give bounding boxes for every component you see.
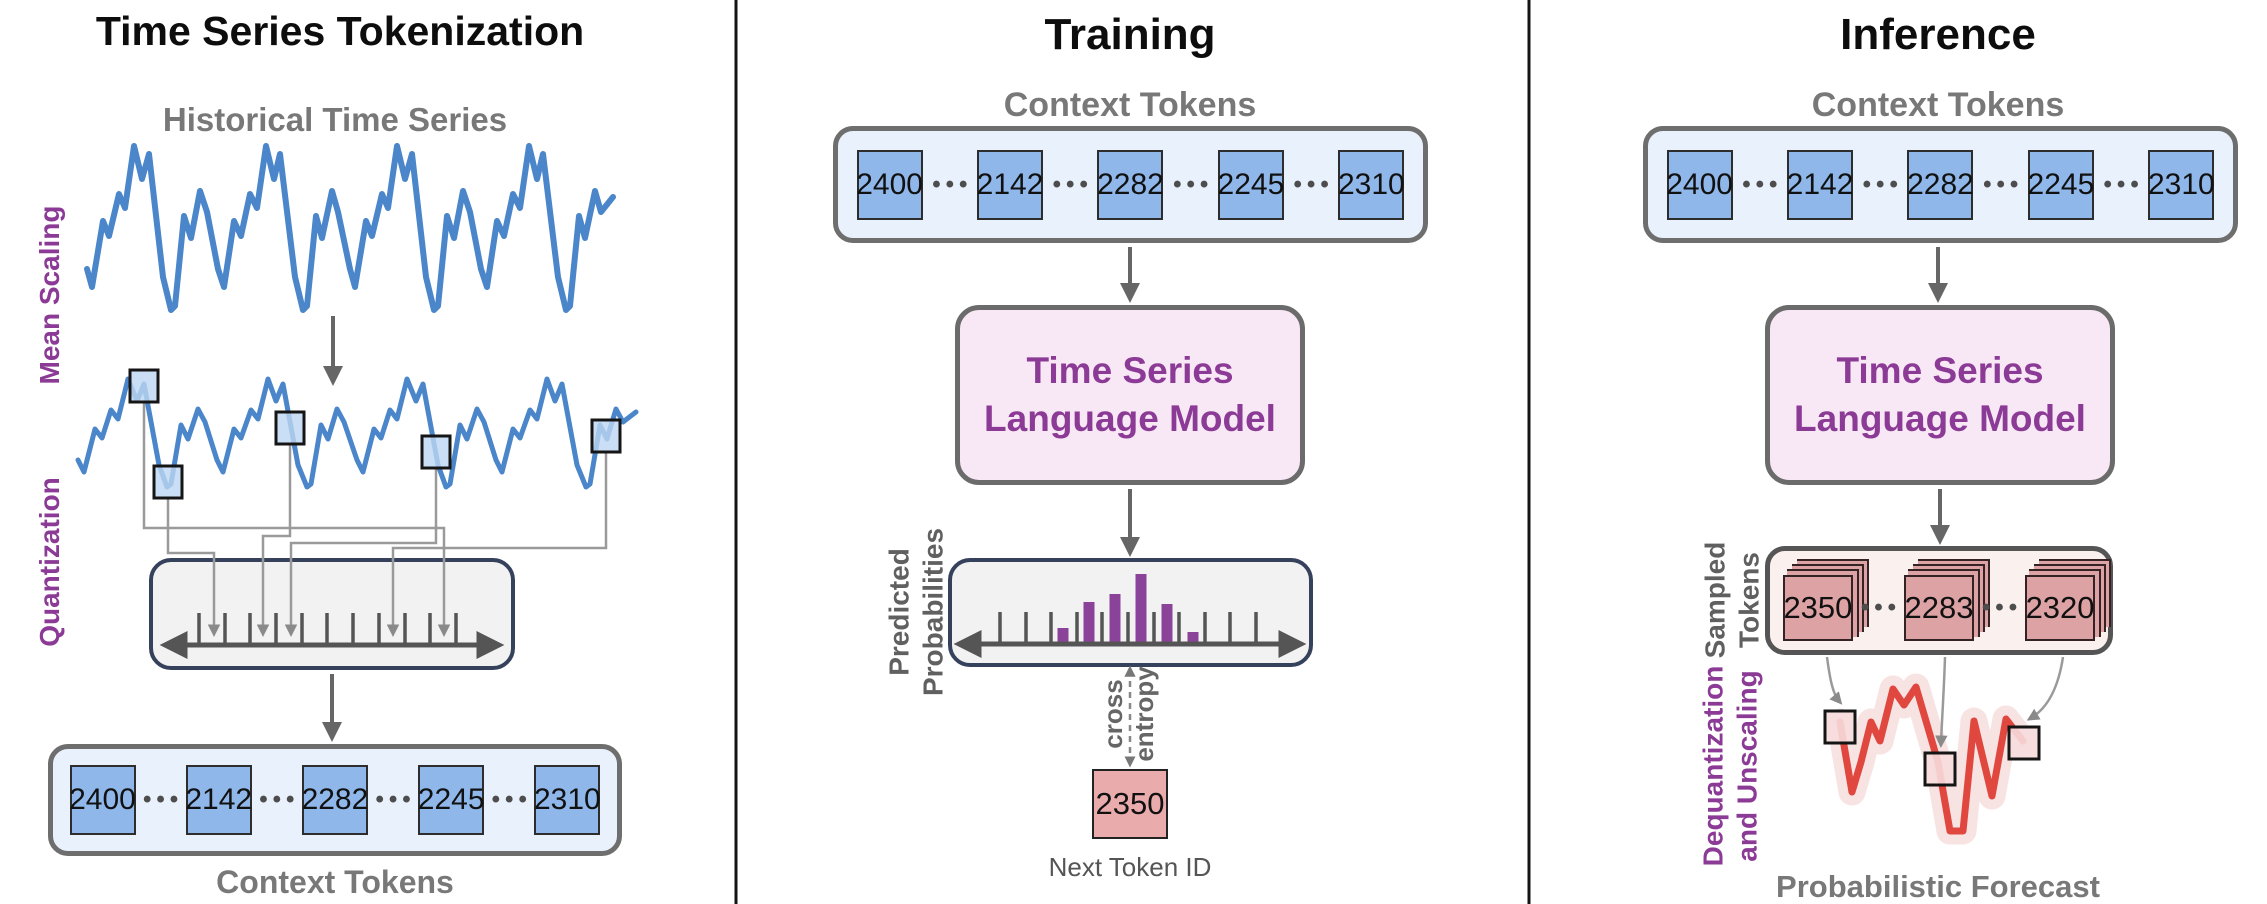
- token-2245: 2245: [418, 765, 485, 835]
- inference-model-box: Time Series Language Model: [1765, 305, 2115, 485]
- sampled-token-connector: [1935, 656, 1948, 748]
- ellipsis-dots: •••: [1742, 170, 1783, 198]
- token-2142: 2142: [185, 765, 252, 835]
- sampled-token-2320: 2320: [2025, 574, 2096, 641]
- ellipsis-dots: •••: [259, 786, 300, 813]
- ellipsis-dots: •••: [375, 786, 416, 813]
- forecast-point-square: [2007, 725, 2041, 761]
- token-2142: 2142: [977, 149, 1043, 220]
- token-2310: 2310: [534, 765, 601, 835]
- context-tokens-label: Context Tokens: [216, 864, 454, 900]
- next-token-id-label: Next Token ID: [1048, 852, 1212, 882]
- forecast-point-square: [1923, 751, 1957, 787]
- training-model-box: Time Series Language Model: [955, 305, 1305, 485]
- training-context-tokens-label: Context Tokens: [1003, 86, 1257, 124]
- token-2282: 2282: [302, 765, 368, 835]
- token-2400: 2400: [856, 149, 923, 220]
- token-2282: 2282: [1907, 149, 1974, 220]
- dequantization-label: Dequantization and Unscaling: [1697, 665, 1762, 867]
- token-2400: 2400: [1666, 149, 1733, 220]
- token-2400: 2400: [69, 765, 136, 835]
- token-2282: 2282: [1097, 149, 1164, 220]
- ellipsis-dots: •••: [491, 786, 532, 813]
- ellipsis-dots: •••: [143, 786, 184, 813]
- ellipsis-dots: •••: [1981, 593, 2023, 621]
- highlight-square: [128, 368, 160, 404]
- token-2245: 2245: [1218, 149, 1284, 220]
- token-2310: 2310: [1338, 149, 1405, 220]
- token-2310: 2310: [2148, 149, 2215, 220]
- token-2142: 2142: [1787, 149, 1853, 220]
- highlight-square: [420, 434, 452, 470]
- historical-series-label: Historical Time Series: [162, 101, 508, 138]
- next-token-box: 2350: [1092, 769, 1168, 839]
- cross-entropy-label: cross entropy: [1097, 666, 1159, 762]
- inference-title: Inference: [1840, 10, 2036, 59]
- ellipsis-dots: •••: [1052, 170, 1093, 198]
- predicted-probabilities-label: Predicted Probabilities: [883, 527, 948, 697]
- forecast-median-curve: [1836, 683, 2027, 835]
- sampled-tokens-box: 2350•••2283•••2320: [1765, 546, 2113, 655]
- sampled-token-2283: 2283: [1903, 574, 1974, 641]
- training-title: Training: [1044, 10, 1216, 59]
- tokenization-title: Time Series Tokenization: [95, 8, 585, 54]
- ellipsis-dots: •••: [1173, 170, 1214, 198]
- inference-context-tokens-box: 2400•••2142•••2282•••2245•••2310: [1643, 126, 2238, 243]
- ellipsis-dots: •••: [932, 170, 973, 198]
- sampled-token-connector: [2026, 656, 2065, 721]
- inference-context-tokens-label: Context Tokens: [1811, 86, 2065, 124]
- ellipsis-dots: •••: [1862, 170, 1903, 198]
- probabilistic-forecast-label: Probabilistic Forecast: [1776, 869, 2100, 904]
- mean-scaled-series-curve: [75, 376, 639, 490]
- context-tokens-box: 2400•••2142•••2282•••2245•••2310: [48, 744, 622, 856]
- mean-scaling-label: Mean Scaling: [34, 205, 66, 385]
- ellipsis-dots: •••: [1983, 170, 2024, 198]
- highlight-square: [152, 464, 184, 500]
- highlight-square: [590, 418, 622, 454]
- highlight-square: [274, 410, 306, 446]
- quantization-label: Quantization: [34, 477, 66, 647]
- token-2245: 2245: [2028, 149, 2094, 220]
- sampled-token-connector: [1825, 656, 1843, 705]
- training-context-tokens-box: 2400•••2142•••2282•••2245•••2310: [833, 126, 1428, 243]
- ellipsis-dots: •••: [2103, 170, 2144, 198]
- sampled-token-2350: 2350: [1782, 574, 1853, 641]
- sampled-tokens-label: Sampled Tokens: [1699, 541, 1764, 659]
- ellipsis-dots: •••: [1860, 593, 1902, 621]
- forecast-point-square: [1823, 709, 1857, 745]
- forecast-uncertainty-band: [1826, 673, 2037, 845]
- predicted-probabilities-box: [948, 558, 1313, 667]
- historical-time-series-curve: [84, 143, 616, 313]
- quantization-box: [149, 558, 515, 670]
- ellipsis-dots: •••: [1293, 170, 1334, 198]
